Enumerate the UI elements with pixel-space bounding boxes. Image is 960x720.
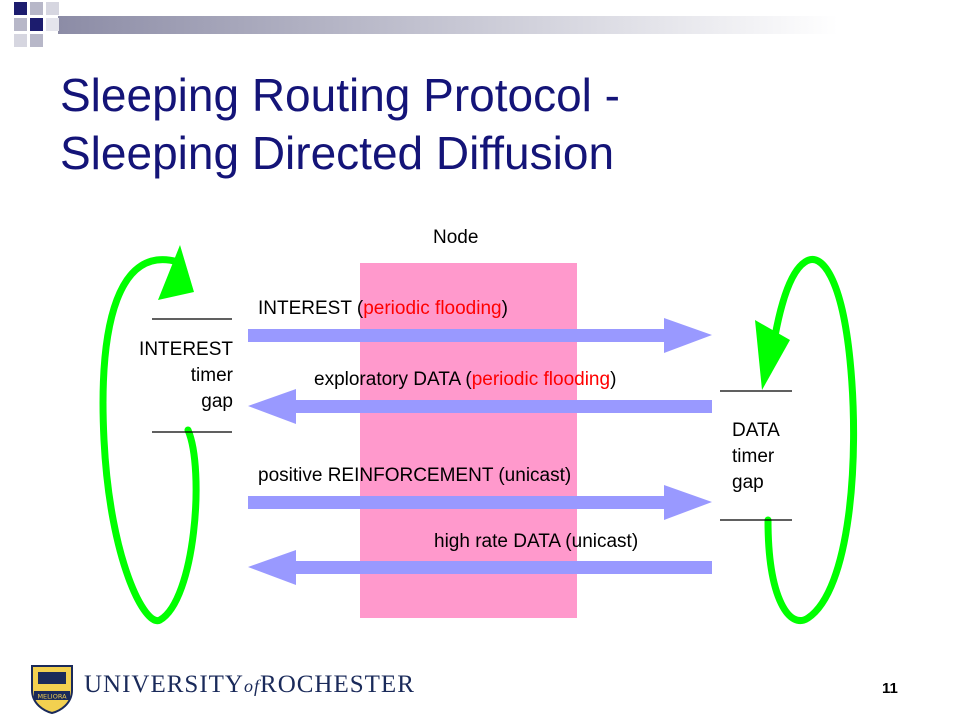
corner-square	[14, 2, 27, 15]
interest-arrow	[248, 318, 712, 353]
exploratory-data-label: exploratory DATA (periodic flooding)	[314, 369, 617, 390]
node-box	[360, 263, 577, 618]
left-timer-label: INTEREST timer gap	[139, 339, 233, 412]
reinforcement-arrow	[248, 485, 712, 520]
exploratory-data-arrow	[248, 389, 712, 424]
node-label: Node	[433, 227, 479, 248]
slide-title: Sleeping Routing Protocol - Sleeping Dir…	[60, 66, 920, 182]
corner-decoration	[14, 2, 838, 47]
corner-square	[30, 34, 43, 47]
corner-square	[30, 18, 43, 31]
reinforcement-label: positive REINFORCEMENT (unicast)	[258, 465, 572, 486]
right-loop-arrowhead	[755, 320, 790, 390]
corner-square	[30, 2, 43, 15]
exploratory-highlight: periodic flooding	[471, 369, 611, 390]
seal-text: MELIORA	[37, 693, 67, 701]
slide-number: 11	[882, 680, 898, 697]
highrate-data-label: high rate DATA (unicast)	[434, 531, 639, 552]
title-line-2: Sleeping Directed Diffusion	[60, 127, 615, 179]
right-loop	[764, 256, 858, 624]
corner-square	[46, 2, 59, 15]
title-line-1: Sleeping Routing Protocol -	[60, 69, 620, 121]
university-wordmark: UNIVERSITYofROCHESTER	[84, 671, 415, 698]
corner-square	[14, 18, 27, 31]
interest-highlight: periodic flooding	[363, 298, 502, 319]
highrate-data-arrow	[248, 550, 712, 585]
left-loop	[99, 256, 200, 625]
corner-square	[14, 34, 27, 47]
corner-square	[46, 18, 59, 31]
interest-label: INTEREST (periodic flooding)	[258, 298, 508, 319]
header-bar	[58, 16, 838, 34]
university-seal: MELIORA	[31, 665, 73, 714]
left-loop-arrowhead	[158, 245, 194, 300]
right-timer-label: DATA timer gap	[732, 420, 780, 493]
